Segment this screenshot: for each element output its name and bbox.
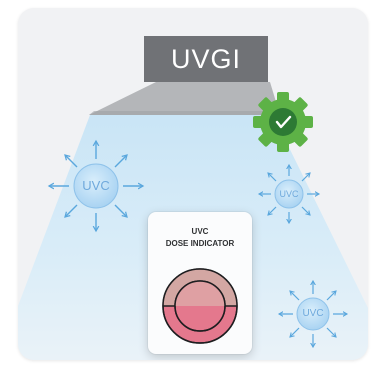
lamp-base [89, 82, 280, 115]
dose-indicator-title-line2: DOSE INDICATOR [165, 239, 235, 248]
gear-check-icon [253, 92, 313, 152]
dose-indicator-title-line1: UVC [191, 227, 209, 236]
uvc-emitter-right [259, 165, 319, 223]
uvc-emitter-left [49, 141, 143, 231]
uvc-label-right: UVC [279, 189, 299, 199]
uvc-label-bottom: UVC [302, 308, 324, 319]
uvc-label-left: UVC [82, 178, 110, 193]
uvgi-lamp: UVGI [144, 36, 268, 82]
illustration-card: UVGI UVC UVC UVC UVC DOSE INDICATOR [18, 8, 368, 360]
dose-indicator-card: UVC DOSE INDICATOR [148, 212, 252, 354]
uvgi-lamp-label: UVGI [170, 43, 241, 74]
dose-indicator-dial [162, 268, 238, 344]
uvc-emitter-bottom [279, 281, 347, 347]
